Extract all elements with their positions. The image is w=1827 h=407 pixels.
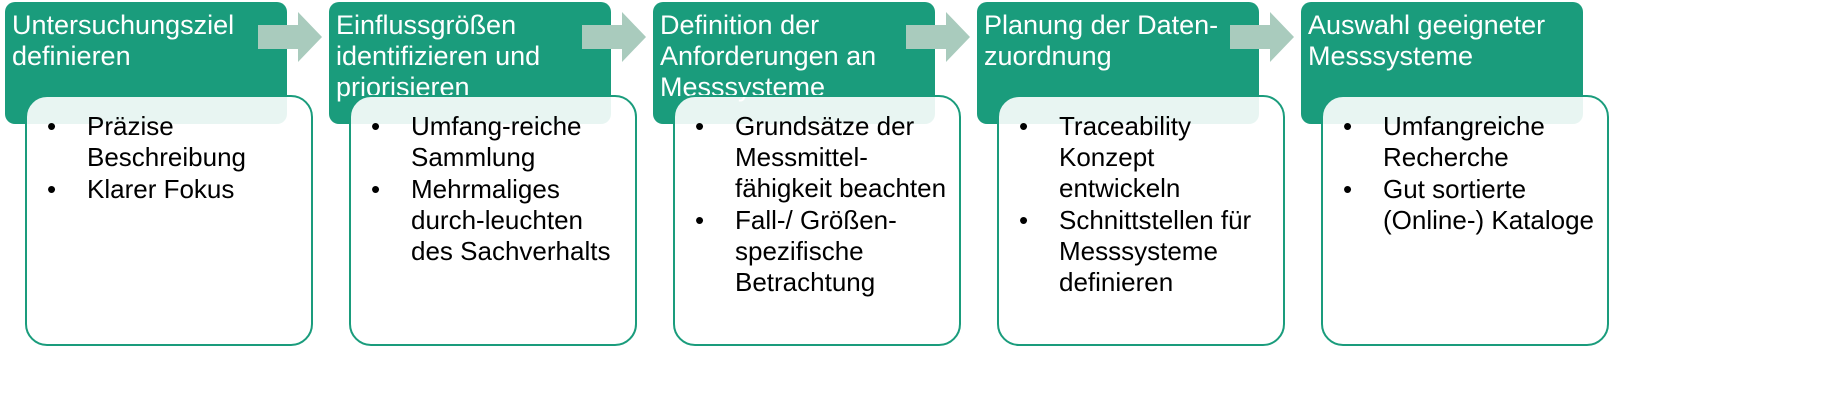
item-text: Umfangreiche Recherche <box>1383 111 1545 172</box>
item-text: Schnittstellen für Messsysteme definiere… <box>1059 205 1252 297</box>
list-item: • Traceability Konzept entwickeln <box>1019 111 1273 204</box>
list-item: • Mehrmaliges durch-leuchten des Sachverh… <box>371 174 625 267</box>
arrow-right-icon <box>258 12 322 62</box>
step-details: • Umfang-reiche Sammlung • Mehrmaliges durc… <box>349 95 637 346</box>
item-text: Präzise Beschreibung <box>87 111 246 172</box>
item-text: Gut sortierte (Online-) Kataloge <box>1383 174 1594 235</box>
step-details: • Traceability Konzept entwickeln • Schnitt… <box>997 95 1285 346</box>
process-step: Untersuchungsziel definieren•Präzise Bes… <box>5 0 325 407</box>
list-item: • Grundsätze der Messmittel-fähigkeit bea… <box>695 111 949 204</box>
list-item: • Fall-/ Größen-spezifische Betrachtung <box>695 205 949 298</box>
item-text: Klarer Fokus <box>87 174 235 204</box>
item-text: Mehrmaliges durch-leuchten des Sachverha… <box>411 174 611 266</box>
list-item: • Präzise Beschreibung <box>47 111 301 173</box>
bullet-icon: • <box>1019 111 1029 141</box>
arrow-right-icon <box>1230 12 1294 62</box>
item-text: Umfang-reiche Sammlung <box>411 111 582 172</box>
bullet-icon: • <box>695 205 705 235</box>
list-item: • Gut sortierte (Online-) Kataloge <box>1343 174 1597 236</box>
bullet-icon: • <box>1343 111 1353 141</box>
list-item: • Klarer Fokus <box>47 174 301 205</box>
item-text: Grundsätze der Messmittel-fähigkeit beac… <box>735 111 947 203</box>
step-details: • Grundsätze der Messmittel-fähigkeit bea… <box>673 95 961 346</box>
step-details: • Präzise Beschreibung • Klarer Fokus <box>25 95 313 346</box>
process-step: Definition der Anforderungen an Messsyst… <box>653 0 973 407</box>
bullet-icon: • <box>1343 174 1353 204</box>
bullet-icon: • <box>47 174 57 204</box>
bullet-icon: • <box>371 111 381 141</box>
list-item: • Umfang-reiche Sammlung <box>371 111 625 173</box>
bullet-icon: • <box>47 111 57 141</box>
process-step: Planung der Daten-zuordnung•Traceability… <box>977 0 1297 407</box>
item-text: Traceability Konzept entwickeln <box>1059 111 1191 203</box>
process-step: Einflussgrößen identifizieren und priori… <box>329 0 649 407</box>
bullet-icon: • <box>1019 205 1029 235</box>
bullet-icon: • <box>371 174 381 204</box>
list-item: • Umfangreiche Recherche <box>1343 111 1597 173</box>
arrow-right-icon <box>582 12 646 62</box>
list-item: • Schnittstellen für Messsysteme definier… <box>1019 205 1273 298</box>
bullet-icon: • <box>695 111 705 141</box>
process-step: Auswahl geeigneter Messsysteme•Umfangrei… <box>1301 0 1621 407</box>
item-text: Fall-/ Größen-spezifische Betrachtung <box>735 205 897 297</box>
step-details: • Umfangreiche Recherche • Gut sortierte (O… <box>1321 95 1609 346</box>
arrow-right-icon <box>906 12 970 62</box>
